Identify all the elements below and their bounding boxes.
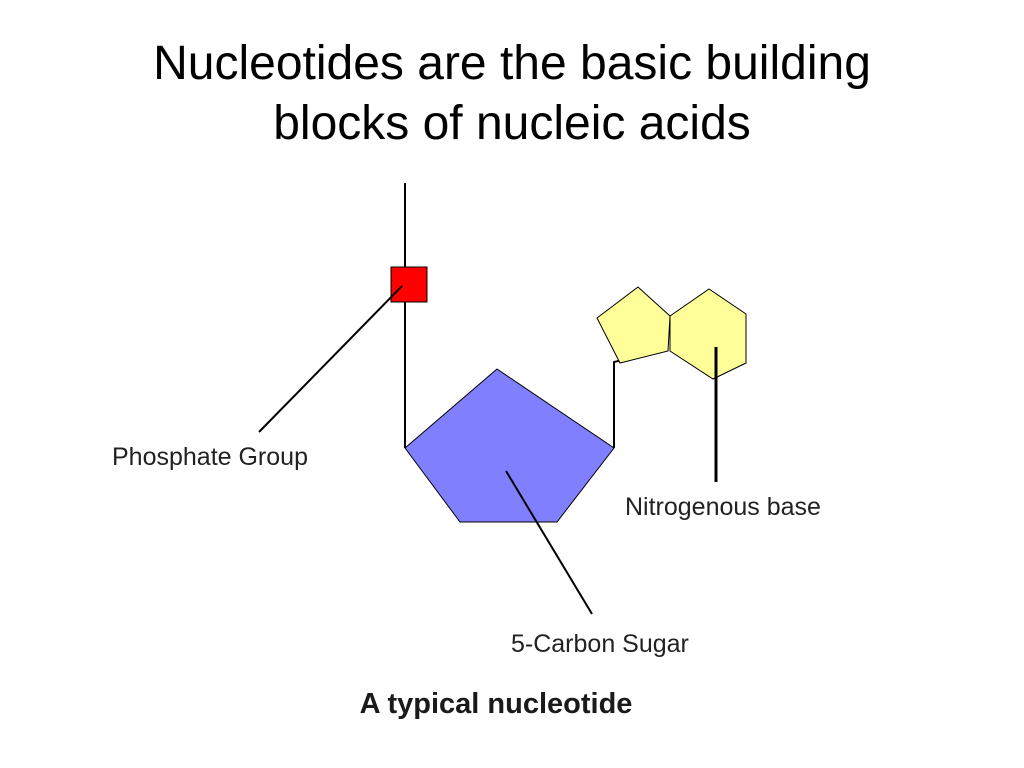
slide-title: Nucleotides are the basic building block… (0, 34, 1024, 154)
phosphate-group-label: Phosphate Group (112, 443, 308, 471)
sugar-base-connector (613, 351, 656, 448)
slide-title-line-1: Nucleotides are the basic building (153, 37, 871, 90)
phosphate-pointer-line (258, 285, 403, 433)
sugar-pointer-line (505, 470, 593, 615)
sugar-pentagon (404, 368, 615, 523)
diagram-caption: A typical nucleotide (360, 688, 633, 720)
carbon-sugar-label: 5-Carbon Sugar (511, 630, 689, 658)
base-pentagon (596, 286, 671, 364)
slide-title-line-2: blocks of nucleic acids (273, 97, 751, 150)
nitrogenous-base-label: Nitrogenous base (625, 493, 821, 521)
phosphate-square (390, 266, 428, 303)
base-hexagon (669, 288, 747, 380)
